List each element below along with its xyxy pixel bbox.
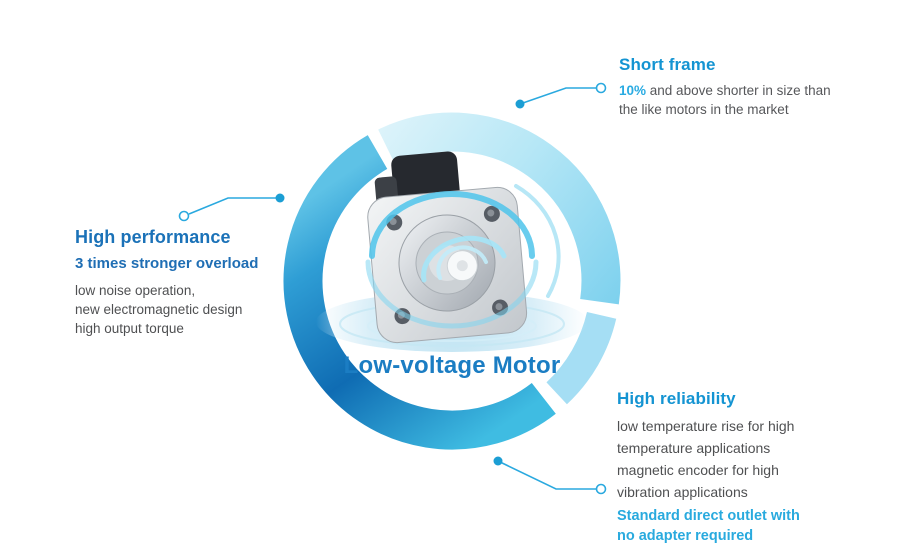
callout-high-performance: High performance 3 times stronger overlo… bbox=[75, 227, 315, 338]
ring-segment-top bbox=[378, 112, 621, 305]
energy-swirls bbox=[365, 184, 561, 329]
ring-segment-right-thin bbox=[546, 311, 617, 405]
text-line: temperature applications bbox=[617, 440, 771, 456]
high-reliability-highlight: Standard direct outlet with no adapter r… bbox=[617, 506, 867, 545]
short-frame-highlight: 10% bbox=[619, 83, 647, 98]
short-frame-heading: Short frame bbox=[619, 55, 716, 74]
text-line: low noise operation, bbox=[75, 283, 196, 298]
text-line: magnetic encoder for high bbox=[617, 462, 779, 478]
text-line: high output torque bbox=[75, 321, 184, 336]
motor-shaft-center bbox=[456, 260, 468, 272]
center-title: Low-voltage Motor bbox=[343, 352, 561, 379]
leader-ring-high-performance bbox=[178, 210, 190, 222]
leader-short-frame bbox=[515, 82, 607, 109]
leader-lines bbox=[178, 82, 607, 495]
leader-dot-high-performance bbox=[275, 193, 285, 203]
text-line: vibration applications bbox=[617, 484, 748, 500]
ring-segment-bottom bbox=[283, 135, 556, 450]
high-performance-subheading: 3 times stronger overload bbox=[75, 255, 259, 272]
text-line: low temperature rise for high bbox=[617, 418, 795, 434]
leader-high-reliability bbox=[493, 456, 607, 495]
callout-high-reliability: High reliability low temperature rise fo… bbox=[617, 389, 867, 545]
motor-ring-diagram bbox=[283, 112, 621, 450]
leader-dot-high-reliability bbox=[493, 456, 503, 466]
leader-ring-short-frame bbox=[595, 82, 607, 94]
leader-dot-short-frame bbox=[515, 99, 525, 109]
text-line: no adapter required bbox=[617, 528, 754, 544]
callout-short-frame: Short frame 10% and above shorter in siz… bbox=[619, 55, 869, 119]
motor-illustration bbox=[367, 151, 528, 344]
leader-ring-high-reliability bbox=[595, 483, 607, 495]
short-frame-body: 10% and above shorter in size than the l… bbox=[619, 81, 853, 119]
leader-high-performance bbox=[178, 193, 285, 222]
high-reliability-heading: High reliability bbox=[617, 389, 736, 408]
short-frame-body-rest: and above shorter in size than the like … bbox=[619, 83, 831, 117]
high-performance-heading: High performance bbox=[75, 227, 231, 247]
text-line: Standard direct outlet with bbox=[617, 508, 800, 524]
text-line: new electromagnetic design bbox=[75, 302, 243, 317]
